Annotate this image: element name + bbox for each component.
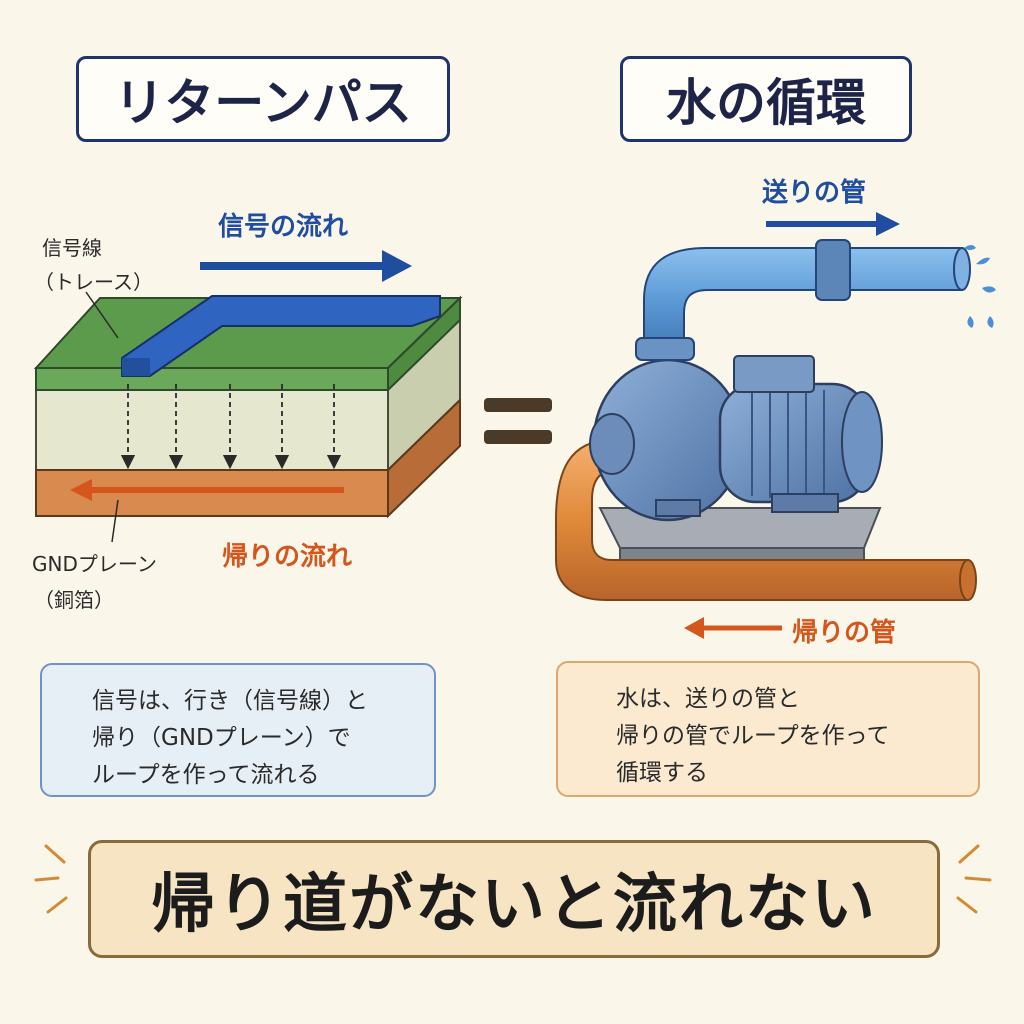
signal-flow-arrow	[200, 250, 412, 282]
note-signal-line: ループを作って流れる	[92, 762, 320, 788]
equals-sign	[484, 398, 552, 444]
water-splash	[964, 245, 996, 328]
send-pipe-label: 送りの管	[762, 178, 867, 208]
trace-leader-line	[85, 291, 119, 339]
note-water: 水は、送りの管と 帰りの管でループを作って 循環する	[556, 661, 980, 797]
return-pipe	[555, 438, 969, 601]
field-arrows	[120, 384, 342, 470]
note-signal-line: 信号は、行き（信号線）と	[92, 688, 368, 714]
gnd-leader-line	[111, 499, 119, 543]
pcb-green-edge	[35, 367, 389, 391]
return-pipe-arrow	[684, 617, 782, 639]
signal-flow-label: 信号の流れ	[218, 212, 349, 242]
trace-sublabel: （トレース）	[34, 270, 153, 294]
return-current-arrow	[70, 479, 344, 501]
note-water-line: 帰りの管でループを作って	[616, 723, 890, 749]
title-water-circulation: 水の循環	[620, 56, 912, 142]
note-signal: 信号は、行き（信号線）と 帰り（GNDプレーン）で ループを作って流れる	[40, 663, 436, 797]
send-pipe-arrow	[766, 212, 900, 236]
return-pipe-label: 帰りの管	[792, 618, 897, 648]
pump-illustration	[555, 239, 996, 601]
note-water-line: 水は、送りの管と	[616, 686, 800, 712]
pcb-copper-side	[387, 397, 461, 519]
pcb-block	[33, 291, 463, 543]
sparkle-right-icon	[956, 844, 992, 914]
gnd-plane-label: GNDプレーン	[32, 552, 157, 576]
send-pipe	[643, 247, 963, 353]
pipe-flange	[815, 239, 851, 301]
return-flow-label: 帰りの流れ	[222, 542, 353, 572]
conclusion-banner: 帰り道がないと流れない	[88, 840, 940, 958]
pump-terminal-box	[733, 355, 815, 393]
sparkle-left-icon	[34, 844, 68, 914]
gnd-plane-sublabel: （銅箔）	[34, 588, 114, 612]
note-water-line: 循環する	[616, 760, 708, 786]
note-signal-line: 帰り（GNDプレーン）で	[92, 725, 351, 751]
title-return-path: リターンパス	[76, 56, 450, 142]
trace-label: 信号線	[42, 236, 102, 260]
